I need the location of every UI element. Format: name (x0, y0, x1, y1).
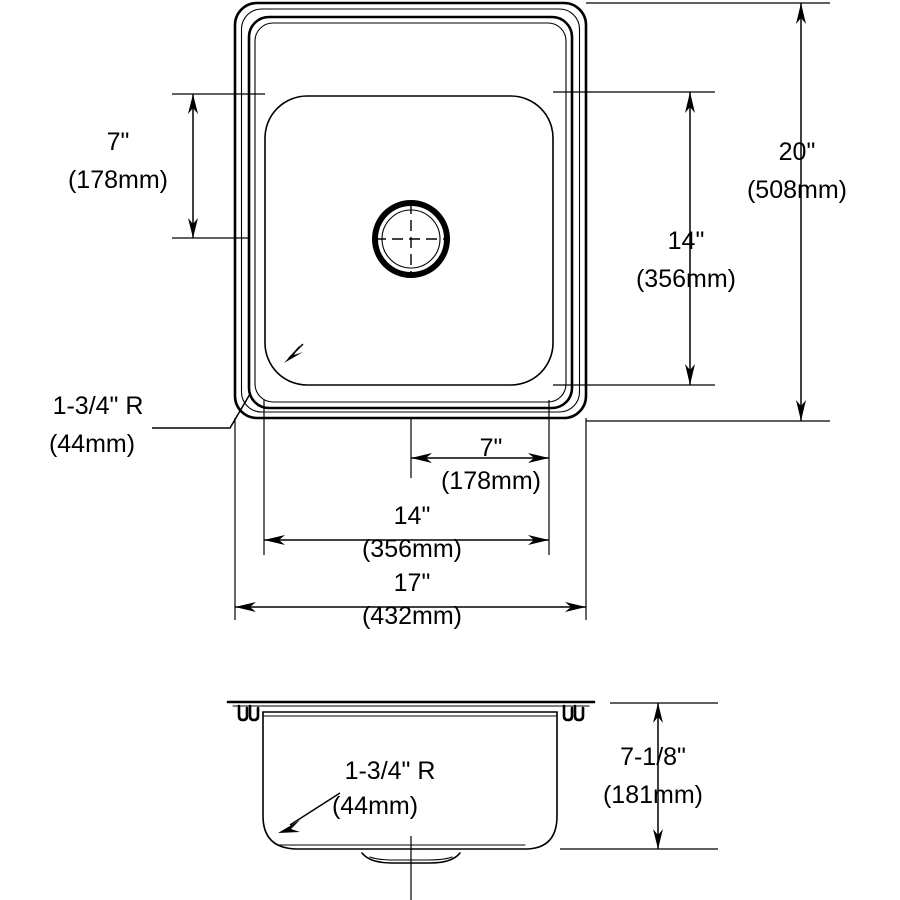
dimension-overall-width-17in: 17" (432mm) (235, 569, 586, 630)
callout-section-radius-metric: (44mm) (332, 792, 418, 820)
dim-label-14in-imperial: 14" (668, 227, 705, 255)
arrowhead-14in-up (685, 92, 695, 113)
callout-label-radius-imperial: 1-3/4" R (53, 392, 144, 420)
dim-label-width-14in-metric: (356mm) (362, 535, 462, 563)
arrowhead-17in-right (565, 602, 586, 612)
dim-label-offset-7in-imperial: 7" (480, 434, 503, 462)
section-extension-lines (560, 702, 718, 850)
arrowhead-corner-radius (284, 345, 303, 363)
drain-assembly (372, 200, 450, 278)
dim-label-7in-imperial: 7" (107, 128, 130, 156)
callout-label-radius-metric: (44mm) (49, 430, 135, 458)
dim-label-depth-imperial: 7-1/8" (620, 743, 686, 771)
arrowhead-14in-down (685, 364, 695, 385)
section-view-sink-body (226, 700, 596, 900)
arrowhead-section-radius (278, 820, 300, 833)
arrowhead-7in-left (411, 453, 432, 463)
arrowhead-20in-down (796, 400, 806, 421)
mounting-clip-right-a (562, 704, 574, 722)
leader-line-corner-radius (152, 393, 251, 429)
dimension-bowl-width-14in: 14" (356mm) (264, 502, 549, 563)
dim-label-overall-17in-metric: (432mm) (362, 602, 462, 630)
dim-label-offset-7in-metric: (178mm) (441, 467, 541, 495)
mounting-clip-right-b (573, 704, 585, 722)
arrowhead-7in-up (188, 94, 198, 114)
sink-outer-rim-inner-line (240, 8, 581, 413)
dim-label-depth-metric: (181mm) (603, 781, 703, 809)
dimension-bowl-depth-7-1-8in: 7-1/8" (181mm) (603, 703, 703, 849)
dim-label-20in-imperial: 20" (779, 138, 816, 166)
arrowhead-depth-up (653, 703, 663, 723)
dim-label-overall-17in-imperial: 17" (394, 569, 431, 597)
arrowhead-7in-down (188, 218, 198, 238)
dimension-overall-height-20in: 20" (508mm) (747, 3, 847, 421)
sink-rim-band-outer (247, 15, 574, 410)
dim-label-width-14in-imperial: 14" (394, 502, 431, 530)
arrowhead-7in-right (528, 453, 549, 463)
dimension-bowl-depth-14in: 14" (356mm) (636, 92, 736, 385)
callout-corner-radius-section-view: 1-3/4" R (44mm) (278, 757, 435, 833)
dimension-rim-to-bowl-7in: 7" (178mm) (68, 94, 198, 238)
arrowhead-14in-left (264, 535, 285, 545)
mounting-clip-left-a (237, 704, 249, 722)
top-view-extension-lines (172, 2, 830, 620)
arrowhead-depth-down (653, 829, 663, 849)
leader-shaft-section-radius (289, 792, 341, 826)
sink-bowl-opening (264, 95, 554, 386)
dim-label-7in-metric: (178mm) (68, 166, 168, 194)
dim-label-14in-metric: (356mm) (636, 265, 736, 293)
callout-section-radius-imperial: 1-3/4" R (345, 757, 436, 785)
arrowhead-17in-left (235, 602, 256, 612)
sink-rim-band-inner (254, 22, 567, 403)
arrowhead-14in-right (528, 535, 549, 545)
mounting-clip-left-b (248, 704, 260, 722)
callout-corner-radius-top-view: 1-3/4" R (44mm) (49, 343, 304, 458)
dimension-bowl-center-offset-7in: 7" (178mm) (411, 434, 549, 495)
dim-label-20in-metric: (508mm) (747, 176, 847, 204)
arrowhead-20in-up (796, 3, 806, 24)
